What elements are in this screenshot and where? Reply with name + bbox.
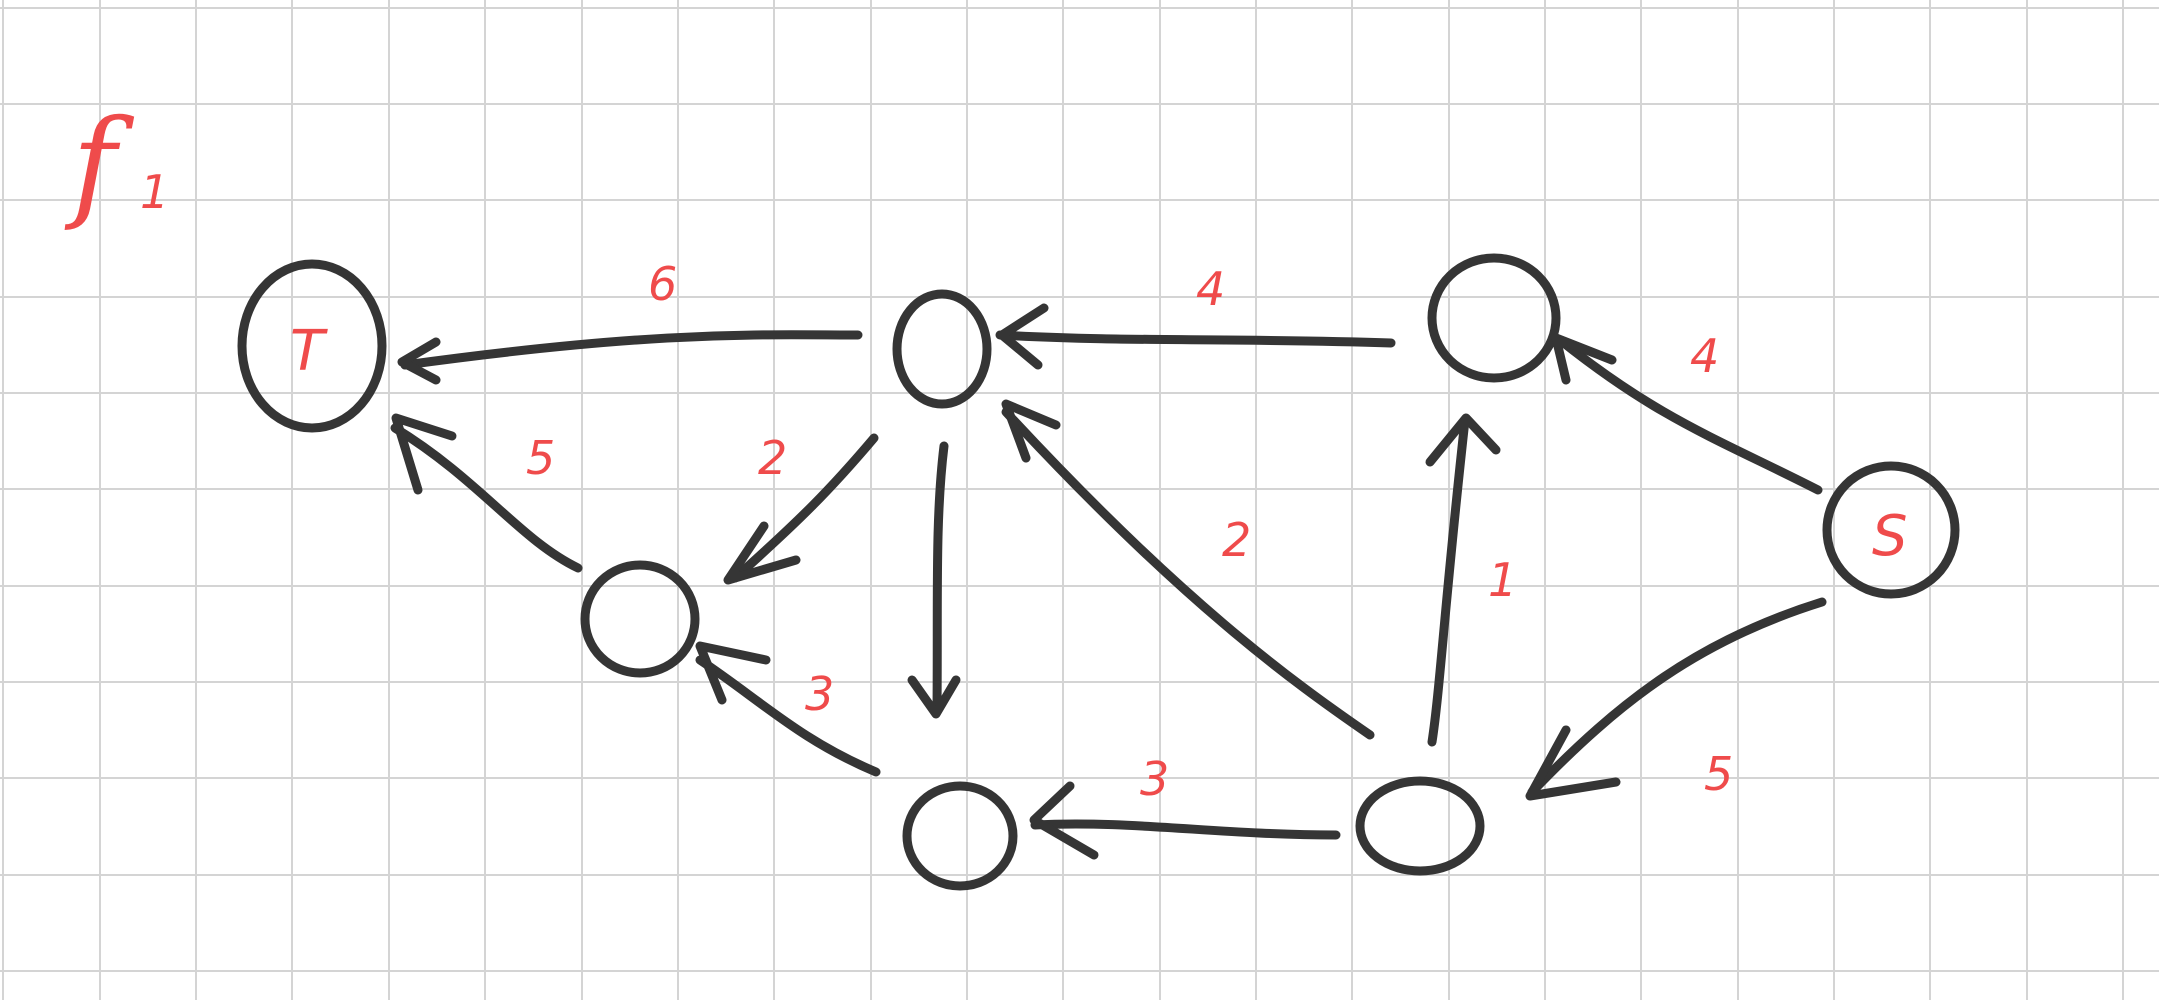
- node-e: [1355, 776, 1485, 876]
- node-b: [580, 560, 700, 678]
- weight-c-to-a: 4: [1196, 262, 1225, 316]
- edge-c-to-a: [995, 330, 1396, 348]
- node-d: [902, 781, 1018, 891]
- weight-e-to-d: 3: [1140, 752, 1169, 806]
- weight-a-to-t: 6: [648, 257, 677, 311]
- node-c: [1427, 253, 1561, 383]
- edge-a-to-t: [400, 330, 863, 370]
- weight-e-to-c: 1: [1488, 553, 1517, 607]
- weight-a-to-b: 2: [758, 431, 787, 485]
- page-title-suffix: 1: [140, 165, 169, 219]
- weight-e-to-a: 2: [1222, 513, 1251, 567]
- arrowhead-t-from-a: [397, 337, 441, 385]
- edge-a-to-b: [730, 433, 879, 583]
- edge-e-to-c: [1427, 415, 1470, 747]
- edge-s-to-c: [1555, 335, 1823, 495]
- node-a: [892, 289, 992, 409]
- arrowhead-a-from-e: [1001, 399, 1061, 463]
- edge-e-to-a: [1001, 407, 1375, 740]
- arrowhead-t-from-b: [391, 413, 457, 495]
- page-title: f: [64, 95, 135, 234]
- arrowhead-e-from-s: [1525, 725, 1621, 801]
- arrowhead-d-from-a: [907, 675, 961, 719]
- arrowhead-c-from-s: [1551, 333, 1617, 385]
- edge-a-to-d: [932, 441, 949, 715]
- arrowhead-a-from-c: [997, 303, 1049, 370]
- edge-b-to-t: [390, 423, 583, 573]
- weight-s-to-e: 5: [1704, 747, 1733, 801]
- arrowhead-d-from-e: [1029, 781, 1099, 860]
- weight-d-to-b: 3: [805, 667, 834, 721]
- node-s: [1822, 461, 1960, 599]
- arrowhead-c-from-e: [1425, 413, 1501, 467]
- edge-d-to-b: [695, 655, 881, 777]
- arrowhead-b-from-a: [723, 521, 801, 585]
- node-t: [237, 259, 387, 433]
- edge-s-to-e: [1527, 597, 1827, 797]
- weight-s-to-c: 4: [1690, 329, 1719, 383]
- weight-b-to-t: 5: [526, 431, 555, 485]
- node-label-t: T: [290, 319, 328, 384]
- edge-e-to-d: [1030, 819, 1341, 840]
- arrowhead-b-from-d: [695, 641, 771, 705]
- node-label-s: S: [1872, 504, 1908, 569]
